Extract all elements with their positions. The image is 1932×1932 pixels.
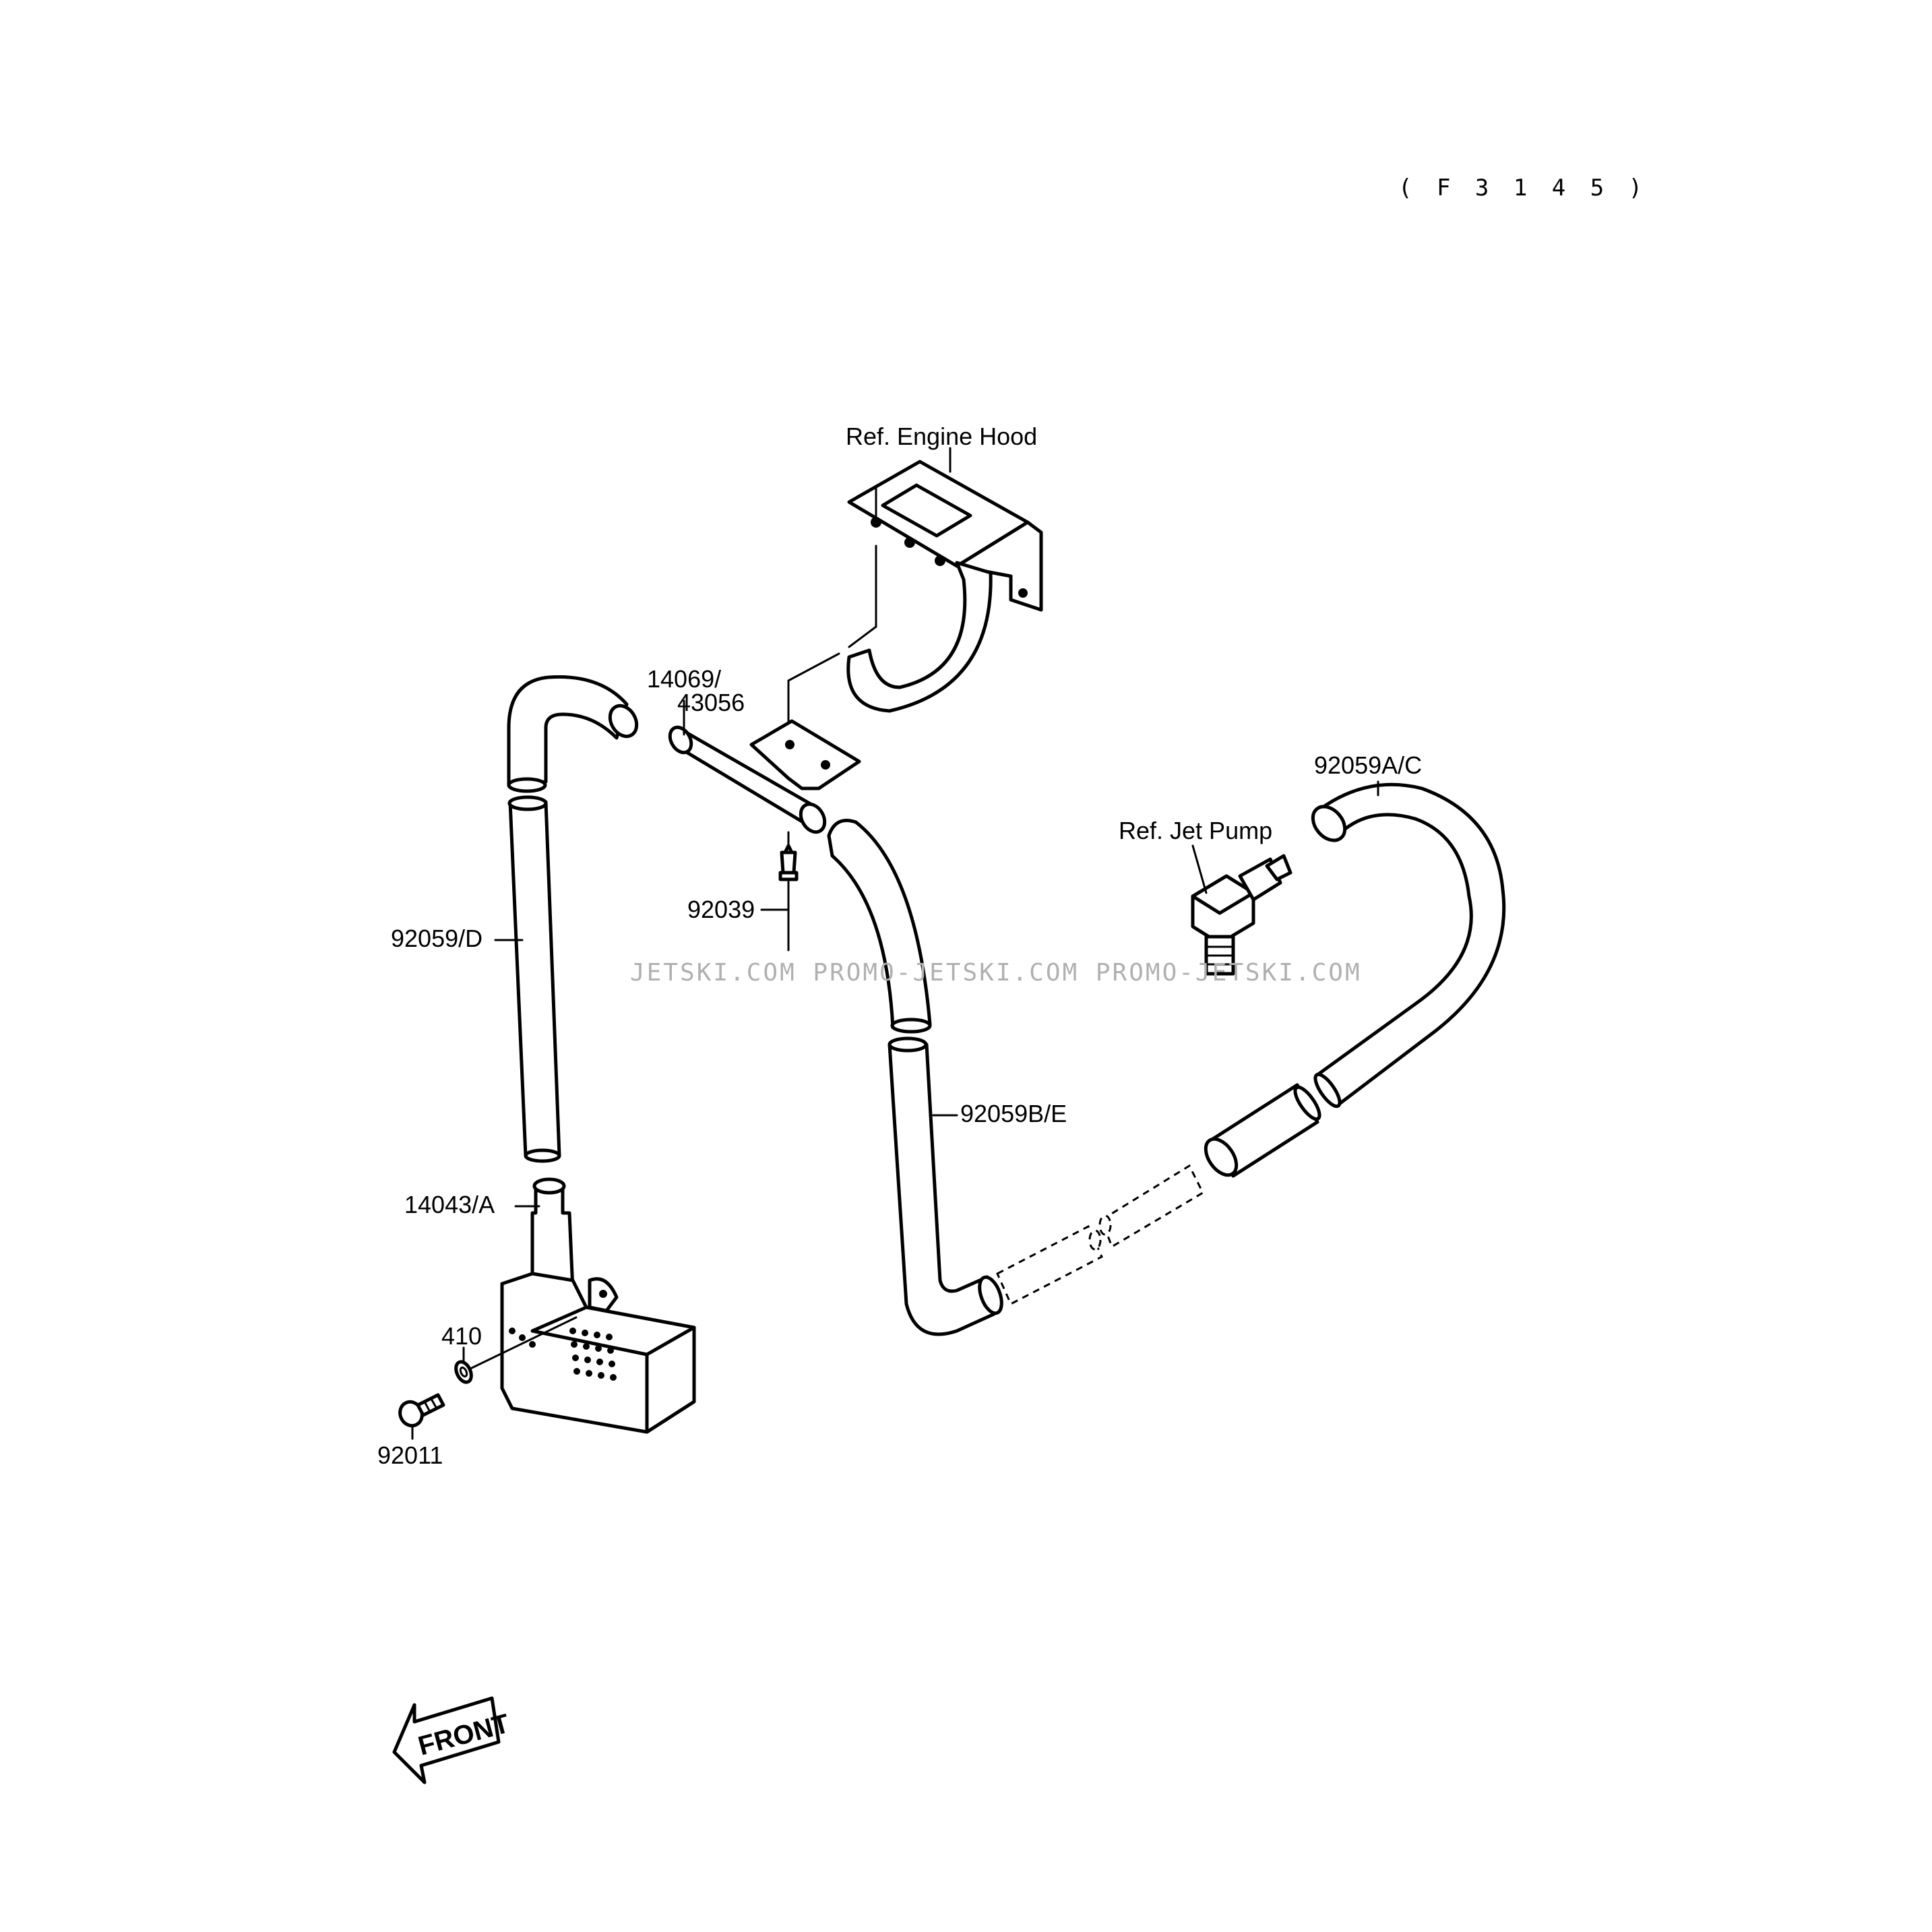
label-engine-hood: Ref. Engine Hood <box>846 423 1037 450</box>
guide-line <box>787 652 840 682</box>
guide-line <box>848 625 877 648</box>
label-92059ac: 92059A/C <box>1314 751 1422 779</box>
outlet-holes <box>509 1328 617 1381</box>
hose-92059-ac <box>1204 782 1506 1178</box>
label-410: 410 <box>441 1322 482 1350</box>
label-92039: 92039 <box>687 896 755 923</box>
watermark: JETSKI.COM PROMO-JETSKI.COM PROMO-JETSKI… <box>630 959 1362 987</box>
jet-pump-fitting <box>1191 854 1292 976</box>
washer-410 <box>454 1360 473 1384</box>
guide-line <box>470 1316 578 1369</box>
engine-hood-bracket <box>846 460 1043 713</box>
label-43056: 43056 <box>677 689 745 716</box>
front-arrow: FRONT <box>392 1696 512 1784</box>
label-92059d: 92059/D <box>391 925 482 952</box>
figure-code: ( F 3 1 4 5 ) <box>1398 175 1648 201</box>
label-14043a: 14043/A <box>404 1191 495 1218</box>
label-92059be: 92059B/E <box>960 1100 1067 1127</box>
label-jet-pump: Ref. Jet Pump <box>1119 817 1272 844</box>
hose-92059-d <box>507 675 639 1163</box>
mounting-plate-tube <box>668 719 861 834</box>
rivet-92039 <box>778 844 799 952</box>
hose-hidden-section <box>996 1164 1204 1306</box>
label-14069: 14069/ <box>647 665 721 693</box>
outlet-14043-a <box>500 1177 696 1434</box>
hose-92059-be <box>827 819 1003 1336</box>
bolt-92011 <box>398 1393 445 1428</box>
label-92011: 92011 <box>377 1441 443 1469</box>
leader-jet-pump <box>1191 844 1208 894</box>
